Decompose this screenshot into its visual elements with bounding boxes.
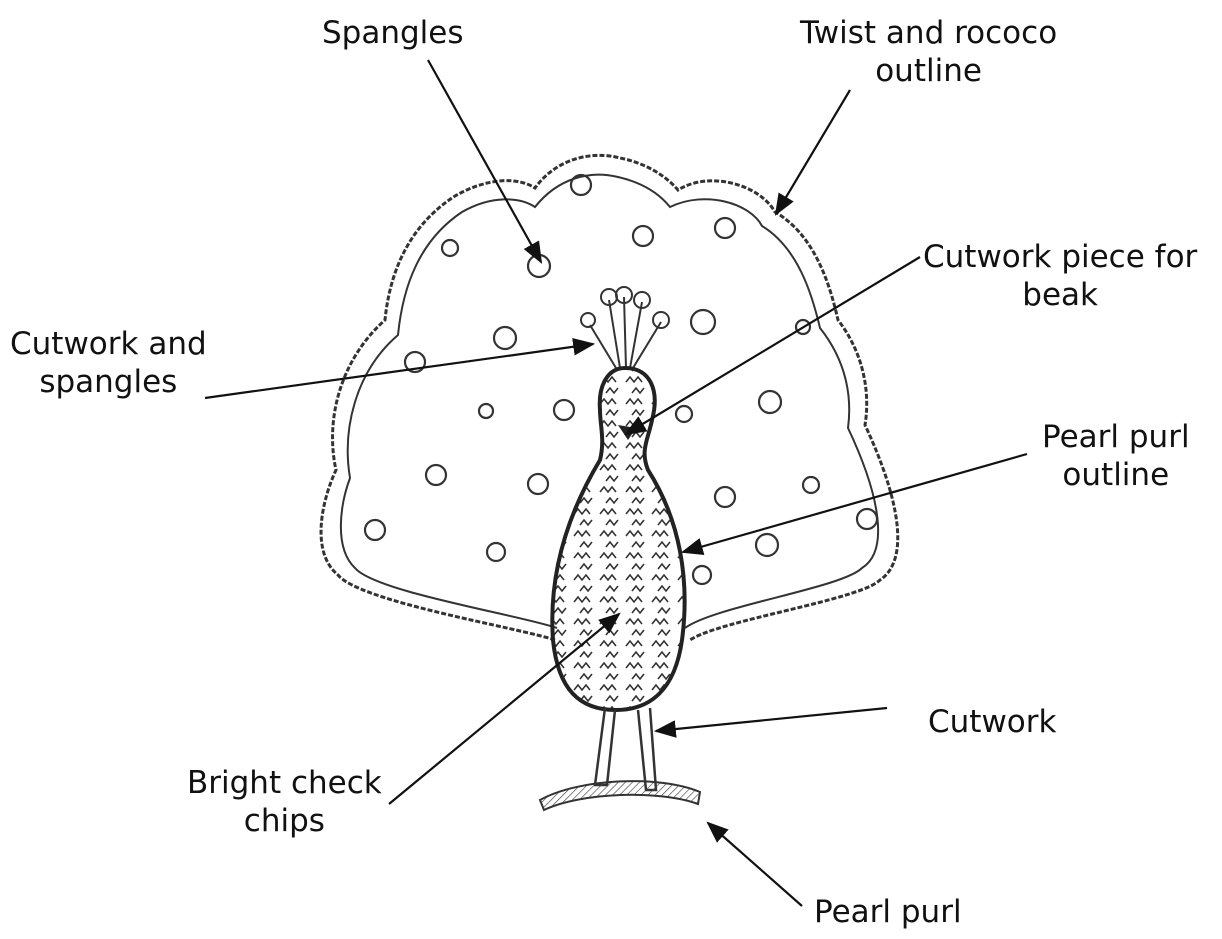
arrow-twist-rococo: [776, 90, 850, 214]
arrow-spangles: [428, 60, 541, 262]
perch: [540, 781, 700, 810]
arrow-cutwork-beak: [626, 257, 920, 434]
spangle-dot: [633, 226, 653, 246]
spangle-dot: [676, 406, 692, 422]
spangle-dot: [857, 509, 877, 529]
label-pearl-purl: Pearl purl: [814, 893, 962, 931]
spangle-dot: [487, 543, 505, 561]
crest: [581, 287, 669, 368]
spangle-dot: [426, 465, 446, 485]
peacock-body-shape: [552, 368, 684, 710]
spangle-dot: [494, 327, 516, 349]
spangle-dot: [554, 400, 574, 420]
label-cutwork-piece-for-beak: Cutwork piece for beak: [923, 238, 1197, 314]
spangle-dot: [691, 310, 715, 334]
arrow-cutwork-spangles: [205, 344, 593, 398]
label-cutwork: Cutwork: [928, 703, 1056, 741]
spangle-dot: [759, 391, 781, 413]
spangle-dot: [803, 477, 819, 493]
arrow-cutwork: [656, 708, 887, 731]
arrow-pearl-purl: [708, 823, 802, 906]
spangle-dot: [528, 474, 548, 494]
spangle-dot: [715, 487, 735, 507]
spangle-dot: [693, 566, 711, 584]
label-bright-check-chips: Bright check chips: [187, 764, 382, 840]
spangle-dot: [365, 520, 385, 540]
legs: [595, 708, 656, 790]
spangle-dot: [571, 175, 591, 195]
peacock-body: [552, 368, 684, 710]
label-cutwork-and-spangles: Cutwork and spangles: [10, 325, 207, 401]
spangle-dot: [442, 240, 458, 256]
spangle-dot: [756, 534, 778, 556]
arrow-pearl-purl-outline: [683, 454, 1027, 552]
spangle-dot: [715, 218, 735, 238]
label-spangles: Spangles: [322, 14, 464, 52]
spangle-dot: [479, 404, 493, 418]
arrow-bright-check-chips: [389, 614, 619, 804]
label-twist-rococo-outline: Twist and rococo outline: [800, 14, 1057, 90]
label-pearl-purl-outline: Pearl purl outline: [1042, 418, 1190, 494]
